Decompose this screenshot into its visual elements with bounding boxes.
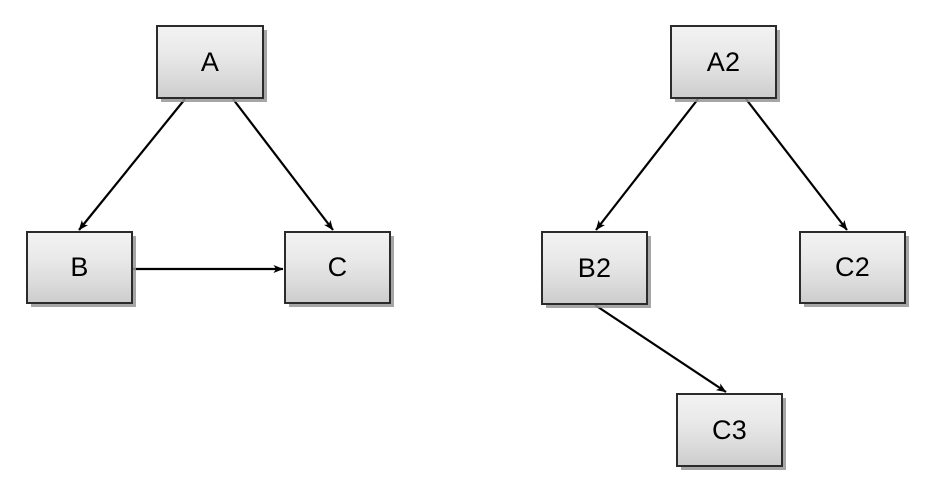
node-label-a: A (200, 46, 220, 77)
node-label-b: B (70, 252, 89, 282)
node-b2[interactable]: B2 (541, 231, 648, 305)
node-label-b2: B2 (577, 252, 612, 283)
node-b[interactable]: B (26, 231, 133, 304)
node-a[interactable]: A (156, 25, 264, 99)
edge-b2-to-c3 (594, 304, 727, 393)
node-c3[interactable]: C3 (676, 393, 783, 467)
edge-a-to-c (232, 98, 334, 231)
node-label-c2: C2 (835, 252, 870, 282)
edge-a2-to-c2 (745, 98, 848, 231)
node-label-c: C (327, 252, 348, 282)
node-a2[interactable]: A2 (670, 25, 777, 99)
edge-a2-to-b2 (595, 98, 699, 231)
node-label-a2: A2 (706, 46, 741, 77)
edge-a-to-b (78, 98, 186, 231)
node-label-c3: C3 (712, 414, 747, 445)
edges-group (78, 98, 848, 393)
node-c[interactable]: C (284, 231, 391, 304)
node-c2[interactable]: C2 (799, 231, 906, 304)
